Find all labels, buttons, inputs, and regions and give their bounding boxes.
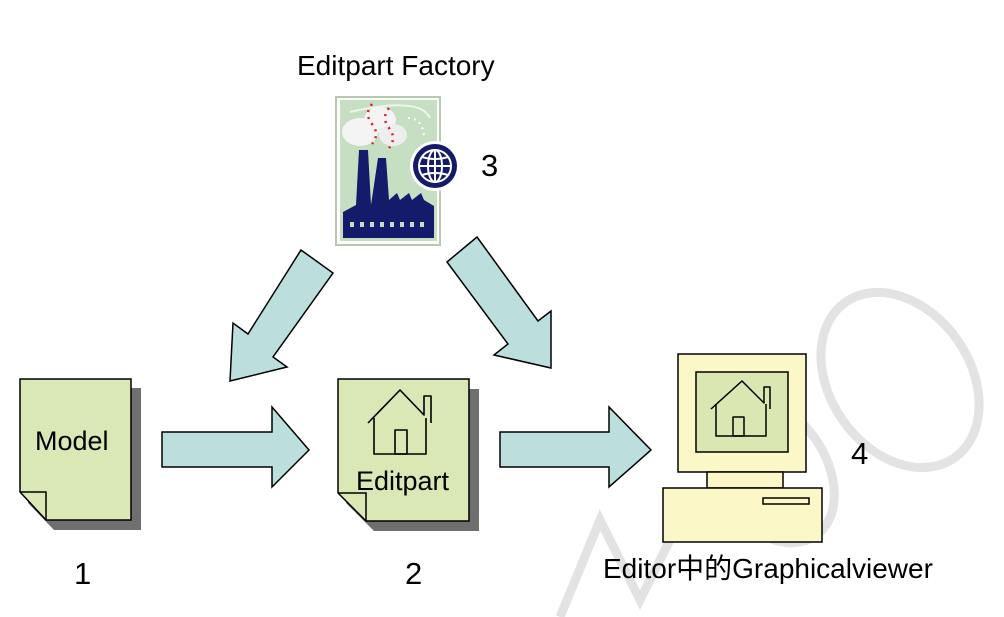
editpart-number: 2 — [405, 556, 423, 591]
arrow-factory-to-editpart — [445, 235, 552, 369]
factory-title: Editpart Factory — [297, 50, 495, 81]
editpart-document — [337, 378, 479, 531]
screen-house-icon — [710, 380, 771, 437]
model-number: 1 — [74, 556, 92, 591]
model-document — [19, 378, 141, 530]
model-label: Model — [35, 426, 109, 456]
editor-number: 4 — [851, 436, 869, 471]
globe-icon — [410, 141, 460, 191]
house-icon — [367, 389, 432, 455]
factory-number: 3 — [481, 148, 499, 183]
arrow-factory-to-model — [229, 248, 335, 382]
arrow-editpart-to-editor — [499, 405, 653, 489]
editpart-label: Editpart — [356, 466, 450, 496]
arrow-model-to-editpart — [161, 404, 311, 489]
computer-icon — [662, 353, 823, 543]
editor-label: Editor中的Graphicalviewer — [603, 553, 933, 584]
